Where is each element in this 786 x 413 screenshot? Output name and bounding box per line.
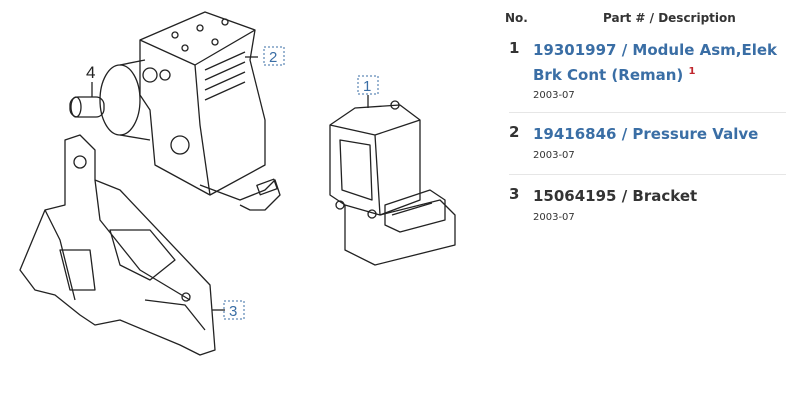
row-number: 1 <box>509 39 520 57</box>
part-title: 19416846 / Pressure Valve <box>533 123 783 145</box>
part-title: 19301997 / Module Asm,Elek Brk Cont (Rem… <box>533 39 783 86</box>
part-date: 2003-07 <box>533 90 575 101</box>
divider <box>509 174 786 175</box>
row-number: 2 <box>509 123 520 141</box>
part-link[interactable]: 19416846 / Pressure Valve <box>533 125 759 143</box>
footnote-marker: 1 <box>688 66 696 77</box>
callout-1[interactable]: 1 <box>363 78 371 95</box>
part-title: 15064195 / Bracket <box>533 187 698 205</box>
callout-box-1 <box>357 75 379 95</box>
part-date: 2003-07 <box>533 150 575 161</box>
part-date: 2003-07 <box>533 212 575 223</box>
controller-illustration <box>329 100 456 266</box>
callout-4: 4 <box>86 63 95 82</box>
divider <box>509 112 786 113</box>
header-description: Part # / Description <box>603 11 736 25</box>
parts-diagram: 1 2 3 4 <box>19 11 456 356</box>
callout-2[interactable]: 2 <box>269 49 277 66</box>
callout-box-2 <box>263 46 285 66</box>
header-no: No. <box>505 11 528 25</box>
bracket-illustration <box>19 134 216 356</box>
callout-3[interactable]: 3 <box>229 303 237 320</box>
row-number: 3 <box>509 185 520 203</box>
pressure-valve-illustration <box>69 96 105 118</box>
abs-module-illustration <box>99 11 281 211</box>
callout-box-3 <box>223 300 245 320</box>
part-link[interactable]: 19301997 / Module Asm,Elek Brk Cont (Rem… <box>533 41 778 84</box>
